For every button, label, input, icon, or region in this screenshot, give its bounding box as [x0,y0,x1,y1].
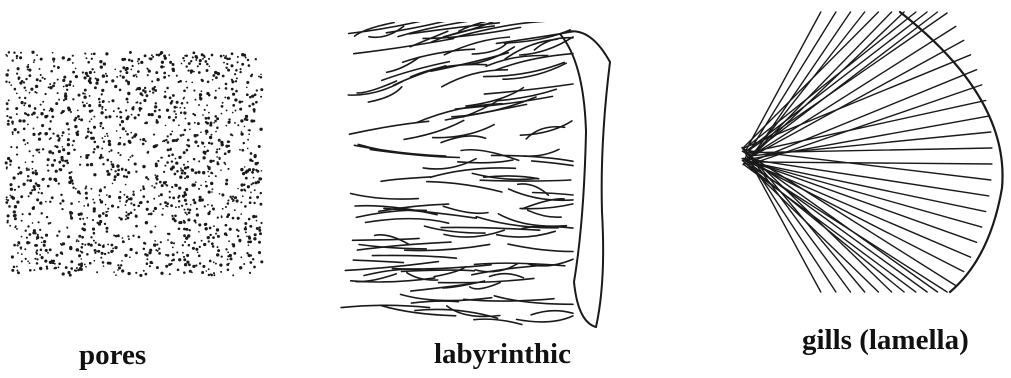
pore-dots [5,51,264,277]
stipe-edge [560,31,610,327]
pores-illustration [4,50,266,280]
labyrinthic-illustration [338,22,614,344]
gills-illustration [740,8,1010,298]
pores-caption: pores [79,341,146,370]
labyrinthic-drawing [338,22,614,344]
labyrinthic-caption: labyrinthic [434,340,571,369]
labyrinth-lines [341,22,573,324]
cap-rim [900,12,1003,292]
gill-lines [742,12,992,292]
gills-drawing [740,8,1010,298]
pores-drawing [4,50,266,280]
gills-caption: gills (lamella) [802,326,969,355]
